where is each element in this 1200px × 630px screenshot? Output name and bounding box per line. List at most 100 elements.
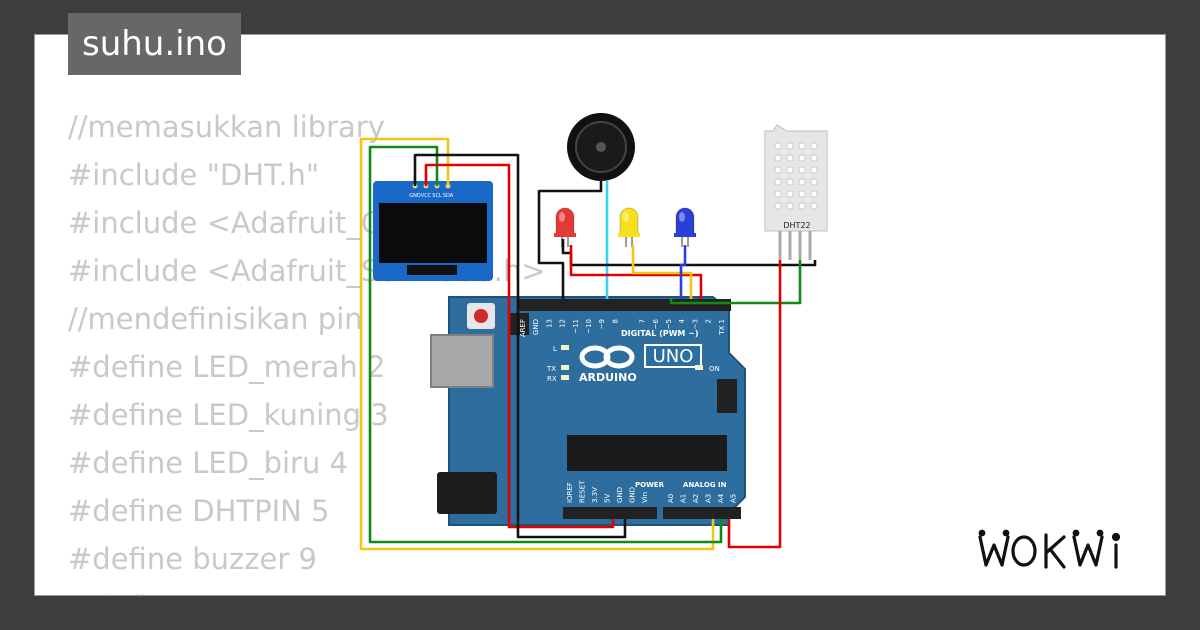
led-yellow[interactable] <box>618 207 640 247</box>
digital-pin-label: 13 <box>545 319 553 328</box>
project-title-tab[interactable]: suhu.ino <box>68 13 241 75</box>
led-blue[interactable] <box>674 207 696 247</box>
microcontroller-chip <box>567 435 727 471</box>
dht22-vent <box>810 142 818 150</box>
led-label-on: ON <box>709 365 720 373</box>
wire-oled-scl-green <box>368 145 723 544</box>
digital-pin-label: RX 0 <box>731 319 739 335</box>
dht22-vent <box>798 178 806 186</box>
digital-pin-label: ~3 <box>691 319 699 329</box>
code-line: #define LED_kuning 3 <box>68 398 389 432</box>
buzzer[interactable] <box>567 113 635 181</box>
icsp-header-right <box>717 379 737 413</box>
code-line: //memasukkan library <box>68 110 385 144</box>
digital-pin-label: AREF <box>519 319 527 337</box>
wire-dht-vcc-red <box>727 260 782 549</box>
led-label-l: L <box>553 345 557 353</box>
dht22-vent <box>798 142 806 150</box>
code-line: #define DHTTYPE DHT22 <box>68 583 546 595</box>
dht22-vent <box>786 202 794 210</box>
led-group <box>554 207 696 247</box>
digital-pin-label: 2 <box>705 319 713 323</box>
dht22-vent <box>774 178 782 186</box>
wire-led-blue <box>679 245 687 299</box>
digital-pin-label: 12 <box>559 319 567 328</box>
digital-pin-label: ~11 <box>572 319 580 334</box>
led-label-rx: RX <box>547 375 557 383</box>
power-jack <box>437 472 497 514</box>
board-brand: ARDUINO <box>579 371 637 384</box>
arduino-infinity-logo <box>579 345 635 369</box>
code-line: #define LED_biru 4 <box>68 446 349 480</box>
code-line: //mendefinisikan pin <box>68 302 363 336</box>
power-header <box>563 507 657 519</box>
code-line: #define buzzer 9 <box>68 542 317 576</box>
analog-pin-label: A0 <box>667 494 675 503</box>
digital-pin-label: ~5 <box>665 319 673 329</box>
digital-pin-label: ~9 <box>598 319 606 329</box>
dht22-vent <box>810 154 818 162</box>
preview-card: //memasukkan library#include "DHT.h"#inc… <box>34 34 1166 596</box>
wire-oled-gnd-black <box>413 153 627 539</box>
digital-pin-label: TX 1 <box>718 319 726 336</box>
digital-pin-label: ~6 <box>652 318 660 329</box>
wire-oled-sda-yellow <box>359 137 715 551</box>
oled-pin-label: SCL <box>432 193 442 199</box>
dht22-vent <box>786 166 794 174</box>
digital-pin-label: 8 <box>611 319 619 323</box>
oled-pin-label: VCC <box>421 193 432 199</box>
digital-pin-label: 4 <box>678 318 686 323</box>
dht22-vent <box>786 178 794 186</box>
power-pin-label: RESET <box>579 480 587 503</box>
dht22-label: DHT22 <box>783 221 810 230</box>
dht22-sensor[interactable]: DHT22 <box>764 124 828 260</box>
wire-buzzer-gnd-black <box>537 181 603 299</box>
led-label-tx: TX <box>546 365 556 373</box>
power-label: POWER <box>635 481 665 489</box>
analog-label: ANALOG IN <box>683 481 727 489</box>
power-pin-label: IOREF <box>566 482 574 503</box>
dht22-vent <box>774 142 782 150</box>
code-line: #include "DHT.h" <box>68 158 320 192</box>
oled-screen <box>379 203 487 263</box>
board-model: UNO <box>653 346 694 367</box>
power-pin-label: GND <box>616 487 624 503</box>
oled-pin-label: SDA <box>443 193 454 199</box>
power-pin-label: GND <box>629 487 637 503</box>
dht22-vent <box>774 166 782 174</box>
analog-pin-label: A5 <box>730 494 738 503</box>
dht22-vent <box>786 142 794 150</box>
analog-header <box>663 507 741 519</box>
digital-pin-label: 7 <box>639 319 647 323</box>
dht22-vent <box>786 190 794 198</box>
dht22-vent <box>810 178 818 186</box>
circuit-diagram: UNO ARDUINO DIGITAL (PWM ~) POWER ANALOG… <box>359 113 828 551</box>
dht22-vent-grid <box>774 142 818 210</box>
led-red[interactable] <box>554 207 576 247</box>
wokwi-logo <box>976 527 1152 575</box>
power-pin-label: 3.3V <box>591 487 599 503</box>
code-line: #define DHTPIN 5 <box>68 494 330 528</box>
uno-badge <box>644 344 702 368</box>
analog-pin-label: A3 <box>705 494 713 503</box>
digital-pin-label: GND <box>532 319 540 335</box>
dht22-vent <box>810 190 818 198</box>
analog-pin-label: A1 <box>680 494 688 503</box>
dht22-vent <box>798 202 806 210</box>
code-line: #define LED_merah 2 <box>68 350 386 384</box>
arduino-uno-board[interactable]: UNO ARDUINO DIGITAL (PWM ~) POWER ANALOG… <box>430 296 746 526</box>
wire-oled-vcc-red <box>424 163 615 529</box>
power-pin-label: Vin <box>641 492 649 503</box>
digital-label: DIGITAL (PWM ~) <box>621 329 699 338</box>
dht22-vent <box>810 166 818 174</box>
dht22-vent <box>798 190 806 198</box>
dht22-vent <box>774 154 782 162</box>
dht22-vent <box>798 166 806 174</box>
usb-port <box>430 334 494 388</box>
dht22-vent <box>786 154 794 162</box>
wire-led-yellow <box>631 245 693 299</box>
